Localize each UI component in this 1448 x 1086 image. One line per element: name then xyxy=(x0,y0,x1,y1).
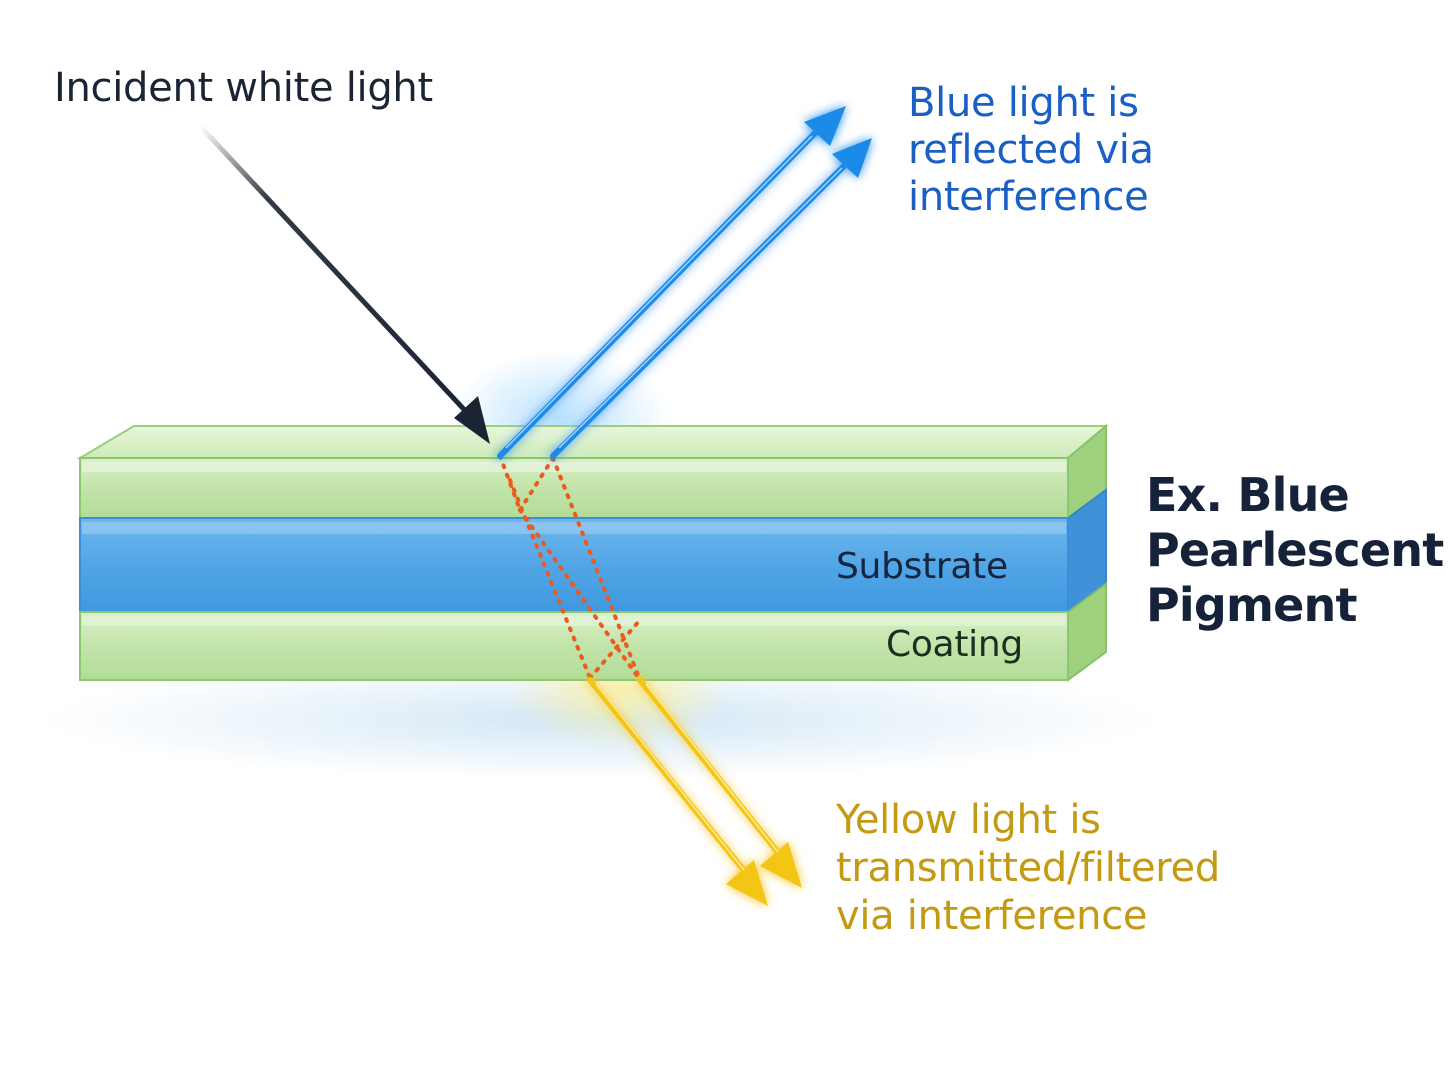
incident-light-label: Incident white light xyxy=(54,65,433,111)
internal-light-paths xyxy=(498,454,642,682)
pigment-title-line: Ex. Blue xyxy=(1146,468,1350,522)
internal-path-4 xyxy=(551,456,642,682)
coating-layer-top xyxy=(79,457,1069,519)
substrate-highlight xyxy=(82,522,1066,534)
arrow-up-right-icon xyxy=(832,138,872,178)
pigment-title: Ex. Blue Pearlescent Pigment xyxy=(1146,468,1444,633)
substrate-label: Substrate xyxy=(836,546,1008,587)
substrate-layer xyxy=(79,517,1069,613)
arrow-up-right-icon xyxy=(804,106,846,146)
slab-top-face xyxy=(76,425,1109,459)
transmitted-label-line: transmitted/filtered xyxy=(836,845,1220,891)
transmitted-label-line: Yellow light is xyxy=(836,797,1101,843)
reflected-label-line: reflected via xyxy=(908,127,1154,173)
transmitted-light-label: Yellow light is transmitted/filtered via… xyxy=(836,796,1220,940)
arrow-down-right-icon xyxy=(726,860,768,906)
transmitted-core-2 xyxy=(645,683,779,853)
pigment-slab xyxy=(76,423,1109,682)
internal-path-2 xyxy=(518,456,555,512)
coating-highlight xyxy=(82,462,1066,472)
pigment-title-line: Pearlescent xyxy=(1146,523,1444,577)
reflected-core-1 xyxy=(505,135,813,449)
reflected-label-line: interference xyxy=(908,174,1149,220)
transmitted-rays xyxy=(587,677,802,906)
transmitted-label-line: via interference xyxy=(836,893,1148,939)
internal-path-6 xyxy=(588,618,642,680)
pigment-title-line: Pigment xyxy=(1146,578,1357,632)
reflected-light-label: Blue light is reflected via interference xyxy=(908,80,1154,221)
coating-label: Coating xyxy=(886,624,1023,665)
internal-path-3 xyxy=(518,508,642,682)
reflected-core-2 xyxy=(558,167,843,449)
transmitted-core-1 xyxy=(595,683,745,871)
incident-ray-line xyxy=(197,123,475,421)
arrow-down-right-icon xyxy=(454,396,490,444)
reflected-rays xyxy=(497,106,872,459)
arrow-down-right-icon xyxy=(760,842,802,888)
incident-ray xyxy=(197,123,490,444)
coating-bottom-highlight xyxy=(82,616,1066,626)
reflected-label-line: Blue light is xyxy=(908,80,1139,126)
coating-layer-bottom xyxy=(79,611,1069,681)
